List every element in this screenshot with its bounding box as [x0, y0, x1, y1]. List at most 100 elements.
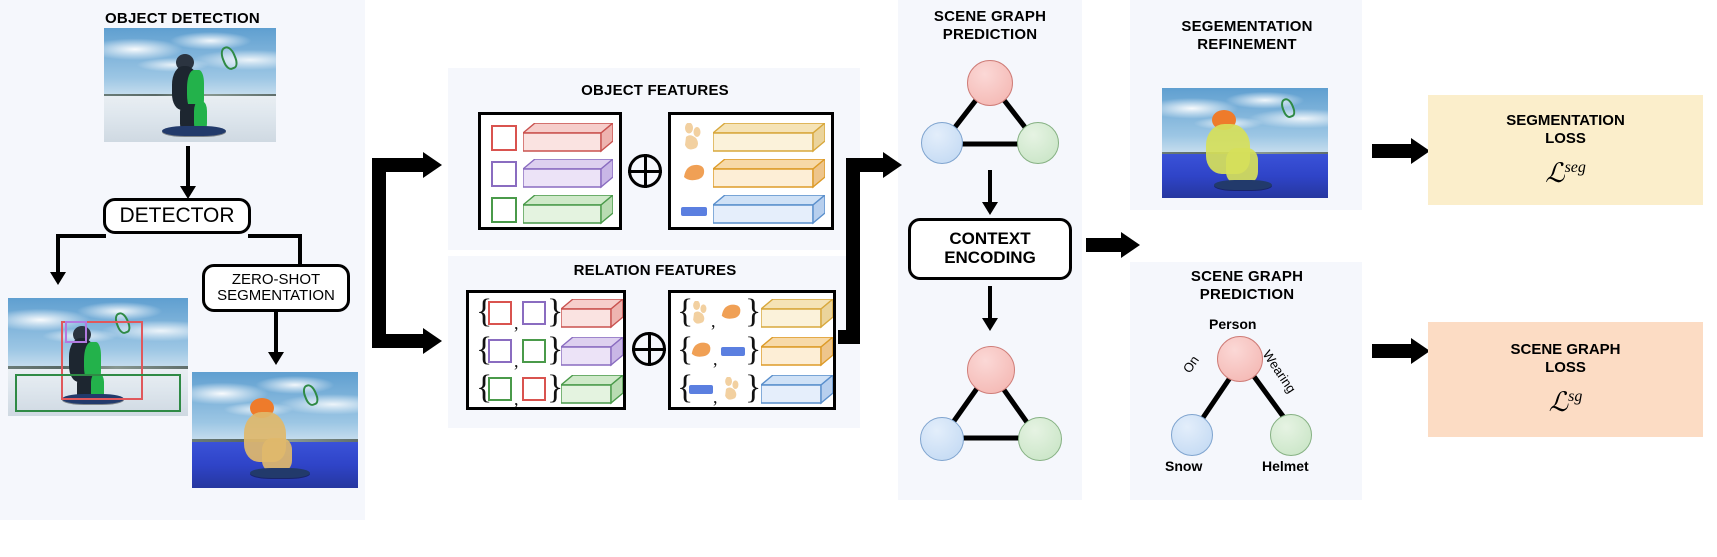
object-class-swatch-green: [491, 197, 517, 223]
relation-brace-close-1: }: [547, 293, 564, 330]
final-scene-graph-title: SCENE GRAPH PREDICTION: [1190, 268, 1304, 303]
relation-pair-swatch-red-3: [522, 377, 546, 401]
segmentation-refinement-title: SEGEMENTATION REFINEMENT: [1181, 18, 1313, 53]
final-node-label-person: Person: [1209, 316, 1257, 332]
relation-visual-comma-2: ,: [713, 349, 718, 369]
arrow-to-scene-graph-loss: [1372, 338, 1430, 364]
object-feature-cube-green: [523, 195, 613, 225]
segmentation-loss-symbol: ℒseg: [1545, 158, 1586, 189]
scene-graph-top-node-snow: [921, 122, 963, 164]
final-node-snow: [1171, 414, 1213, 456]
relation-visual-brace-close-1: }: [745, 293, 762, 330]
paw-icon: [725, 377, 739, 400]
relation-visual-brace-close-2: }: [745, 331, 762, 368]
visual-feature-cube-orange: [713, 159, 825, 189]
arrowhead-detector-left: [50, 272, 66, 285]
visual-feature-cube-tan: [713, 123, 825, 153]
loss-superscript-sg: sg: [1568, 388, 1583, 405]
object-features-symbolic-box: [478, 112, 622, 230]
final-node-label-helmet: Helmet: [1262, 458, 1309, 474]
relation-visual-brace-open-1: {: [677, 293, 694, 330]
relation-pair-swatch-green-2: [522, 339, 546, 363]
detector-right-branch-v: [298, 234, 302, 268]
segmentation-loss-box: SEGMENTATION LOSS ℒseg: [1428, 95, 1703, 205]
arrow-into-scene-graph: [846, 152, 902, 178]
relation-features-symbolic-box: { , } { , } { , }: [466, 290, 626, 410]
final-node-person: [1217, 336, 1263, 382]
object-features-oplus-icon: [628, 154, 662, 188]
object-class-swatch-purple: [491, 161, 517, 187]
relation-brace-close-2: }: [547, 331, 564, 368]
relation-brace-close-3: }: [547, 369, 564, 406]
scene-graph-top-node-helmet: [1017, 122, 1059, 164]
relation-comma-3: ,: [514, 389, 519, 409]
zero-shot-segmentation-box[interactable]: ZERO-SHOT SEGMENTATION: [202, 264, 350, 312]
relation-feature-cube-red: [561, 299, 623, 329]
scene-graph-bottom-node-helmet: [1018, 417, 1062, 461]
relation-comma-2: ,: [514, 351, 519, 371]
relation-visual-comma-3: ,: [713, 387, 718, 407]
relation-visual-brace-open-2: {: [677, 331, 694, 368]
segmentation-refinement-photo: [1162, 88, 1328, 198]
relation-visual-brace-close-3: }: [745, 369, 762, 406]
scene-graph-loss-symbol: ℒsg: [1549, 387, 1583, 418]
relation-visual-brace-open-3: {: [677, 369, 694, 406]
detector-left-branch-v: [56, 234, 60, 274]
relation-features-visual-box: { , } { , } { , }: [668, 290, 836, 410]
object-class-swatch-red: [491, 125, 517, 151]
relation-pair-swatch-red-1: [488, 301, 512, 325]
bbox-helmet: [65, 321, 87, 343]
arrow-merge-vertical-right: [846, 158, 860, 344]
scene-graph-prediction-title: SCENE GRAPH PREDICTION: [933, 8, 1047, 43]
arrow-photo-to-detector: [186, 146, 190, 188]
relation-pair-swatch-purple-2: [488, 339, 512, 363]
relation-visual-cube-orange: [761, 337, 833, 367]
mask-icon: [691, 342, 711, 357]
object-features-title: OBJECT FEATURES: [581, 82, 729, 99]
loss-superscript-seg: seg: [1564, 158, 1586, 176]
paw-icon: [693, 301, 707, 324]
bbox-snow: [15, 374, 181, 412]
scene-graph-bottom-node-person: [967, 346, 1015, 394]
arrow-context-to-graph: [988, 286, 992, 320]
final-node-helmet: [1270, 414, 1312, 456]
object-detection-input-photo: [104, 28, 276, 142]
relation-features-title: RELATION FEATURES: [573, 262, 737, 279]
arrow-to-segmentation-loss: [1372, 138, 1430, 164]
relation-feature-cube-green: [561, 375, 623, 405]
relation-pair-swatch-purple-1: [522, 301, 546, 325]
mask-icon: [684, 164, 705, 181]
scene-graph-loss-box: SCENE GRAPH LOSS ℒsg: [1428, 322, 1703, 437]
detector-box[interactable]: DETECTOR: [103, 198, 251, 234]
relation-features-oplus-icon: [632, 332, 666, 366]
arrowhead-photo-to-detector: [180, 186, 196, 199]
arrow-merge-branch-lower: [838, 330, 860, 344]
relation-feature-cube-purple: [561, 337, 623, 367]
relation-visual-cube-blue: [761, 375, 833, 405]
visual-feature-cube-blue: [713, 195, 825, 225]
segmentation-loss-title: SEGMENTATION LOSS: [1506, 111, 1625, 147]
arrow-to-outputs: [1086, 232, 1140, 258]
bar-icon: [681, 207, 707, 216]
bbox-person: [61, 321, 143, 400]
detector-right-branch-h: [248, 234, 302, 238]
scene-graph-top-node-person: [967, 60, 1013, 106]
relation-comma-1: ,: [514, 313, 519, 333]
arrow-zeroshot-to-mask: [274, 312, 278, 354]
arrow-split-vertical-left: [372, 158, 386, 340]
arrow-graph-to-context: [988, 170, 992, 204]
object-features-visual-box: [668, 112, 834, 230]
object-detection-title: OBJECT DETECTION: [105, 10, 260, 27]
mask-icon: [721, 304, 741, 319]
bar-icon: [721, 347, 745, 356]
loss-letter-sg: ℒ: [1548, 387, 1569, 417]
zero-shot-mask-photo: [192, 372, 358, 488]
detector-left-branch-h: [56, 234, 106, 238]
relation-pair-swatch-green-3: [488, 377, 512, 401]
context-encoding-box[interactable]: CONTEXT ENCODING: [908, 218, 1072, 280]
relation-visual-comma-1: ,: [711, 311, 716, 331]
scene-graph-loss-title: SCENE GRAPH LOSS: [1510, 341, 1621, 376]
bar-icon: [689, 385, 713, 394]
scene-graph-bottom-node-snow: [920, 417, 964, 461]
paw-icon: [685, 123, 701, 150]
